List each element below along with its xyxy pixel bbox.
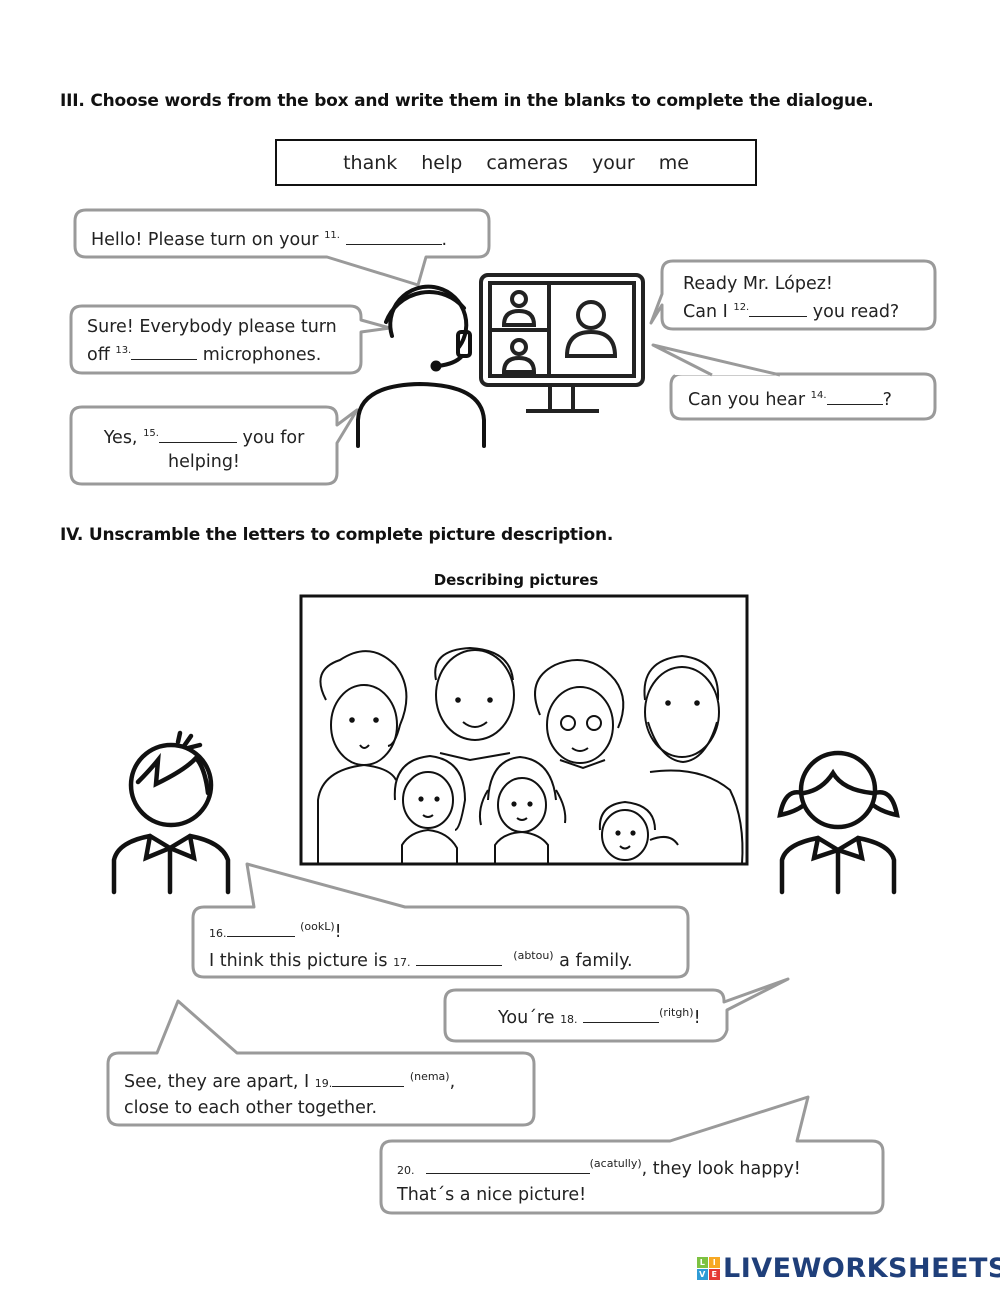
picture-caption: Describing pictures [433, 571, 599, 589]
question-number-17: 17. [393, 955, 411, 969]
word-bank-item: help [421, 151, 463, 174]
bubble-13-text: Sure! Everybody please turn off 13. micr… [87, 317, 337, 365]
scrambled-hint-19: (nema) [409, 1070, 450, 1083]
question-number-11: 11. [324, 230, 340, 241]
speech-bubble-14 [669, 372, 937, 421]
bubble-12-text: Ready Mr. López! Can I 12. you read? [683, 274, 900, 322]
answer-blank-16[interactable] [226, 924, 295, 937]
girl-avatar-icon [777, 750, 900, 895]
speech-bubble-18 [443, 977, 790, 1043]
answer-blank-14[interactable] [826, 388, 883, 405]
answer-blank-13[interactable] [131, 343, 198, 360]
bubble-18-text: You´re 18. (ritgh)! [498, 1006, 701, 1028]
logo-blocks-icon: L I V E [697, 1257, 720, 1280]
answer-blank-11[interactable] [345, 228, 442, 245]
answer-blank-19[interactable] [332, 1070, 405, 1087]
question-number-18: 18. [560, 1012, 578, 1026]
boy-avatar-icon [111, 730, 231, 895]
liveworksheets-logo: L I V E LIVEWORKSHEETS [697, 1253, 1000, 1284]
word-bank-item: me [658, 151, 689, 174]
speech-bubble-11 [73, 208, 491, 287]
speech-bubble-16 [191, 862, 690, 979]
answer-blank-18[interactable] [583, 1006, 660, 1023]
question-number-13: 13. [115, 345, 132, 356]
bubble-15-text: Yes, 15. you for helping! [103, 426, 305, 472]
answer-blank-17[interactable] [416, 949, 503, 966]
answer-blank-12[interactable] [749, 300, 808, 317]
video-call-monitor-icon [479, 273, 645, 413]
speech-bubble-13 [69, 304, 392, 375]
word-bank-item: thank [343, 151, 398, 174]
question-number-12: 12. [733, 302, 750, 313]
family-picture [299, 594, 749, 866]
teacher-headset-icon [356, 284, 486, 448]
speech-bubble-20 [379, 1095, 885, 1215]
question-number-19: 19. [314, 1076, 333, 1090]
bubble-14-text: Can you hear 14.? [688, 388, 892, 410]
speech-bubble-15 [69, 405, 359, 486]
word-bank-box: thank help cameras your me [275, 139, 757, 186]
scrambled-hint-16: (ookL) [300, 920, 335, 933]
answer-blank-20[interactable] [425, 1157, 590, 1174]
bubble-19-text: See, they are apart, I 19. (nema), close… [124, 1070, 456, 1118]
word-bank-item: your [591, 151, 635, 174]
speech-bubble-19 [106, 999, 536, 1127]
section-4-heading: IV. Unscramble the letters to complete p… [60, 525, 614, 545]
bubble-11-text: Hello! Please turn on your 11. . [91, 228, 448, 250]
section-3-heading: III. Choose words from the box and write… [60, 91, 874, 111]
question-number-15: 15. [143, 428, 159, 439]
question-number-16: 16. [209, 926, 227, 940]
bubble-16-text: 16. (ookL)! I think this picture is 17. … [209, 920, 633, 971]
question-number-14: 14. [810, 390, 827, 401]
logo-text: LIVEWORKSHEETS [723, 1253, 1000, 1284]
scrambled-hint-18: (ritgh) [659, 1006, 694, 1019]
speech-bubble-12 [649, 259, 937, 331]
scrambled-hint-17: (abtou) [513, 948, 554, 962]
answer-blank-15[interactable] [158, 426, 237, 443]
word-bank-item: cameras [486, 151, 568, 174]
scrambled-hint-20: (acatully) [589, 1157, 642, 1170]
bubble-20-text: 20. (acatully), they look happy! That´s … [397, 1157, 801, 1205]
question-number-20: 20. [397, 1163, 415, 1177]
